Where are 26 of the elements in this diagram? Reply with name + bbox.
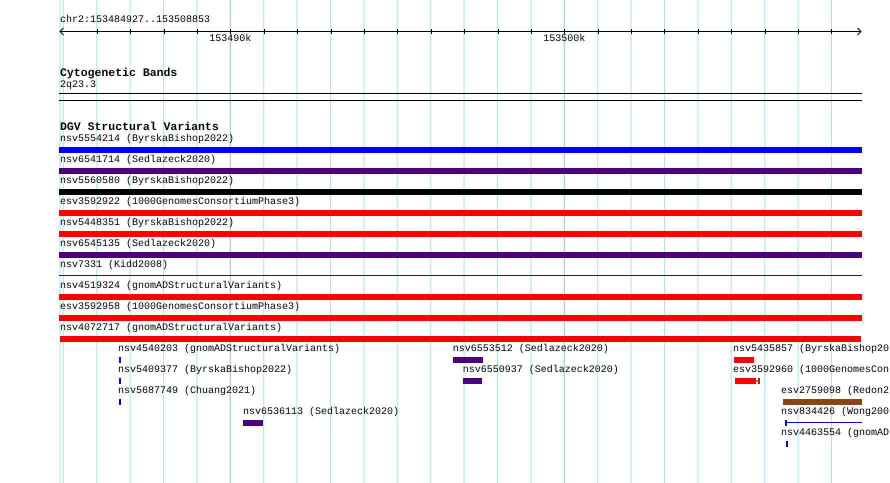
coordinate-label: chr2:153484927..153508853 (60, 15, 210, 27)
variant-label: nsv5560580 (ByrskaBishop2022) (60, 176, 234, 188)
variant-label: esv3592922 (1000GenomesConsortiumPhase3) (60, 197, 300, 209)
track-title: DGV Structural Variants (60, 120, 219, 134)
variant-label: esv2759098 (Redon2 (781, 386, 890, 398)
variant-label: nsv834426 (Wong200 (781, 407, 890, 419)
variant-label: nsv4072717 (gnomADStructuralVariants) (60, 323, 282, 335)
variant-label: nsv6545135 (Sedlazeck2020) (60, 239, 216, 251)
variant-label: esv3592960 (1000GenomesCon (733, 365, 890, 377)
variant-label: nsv6550937 (Sedlazeck2020) (462, 365, 619, 377)
variant-label: nsv4540203 (gnomADStructuralVariants) (118, 344, 340, 356)
band-label: 2q23.3 (60, 80, 96, 92)
variant-label: nsv5687749 (Chuang2021) (118, 386, 256, 398)
variant-label: nsv4463554 (gnomAD (781, 428, 890, 440)
variant-label: nsv5554214 (ByrskaBishop2022) (60, 134, 234, 146)
variant-label: nsv6536113 (Sedlazeck2020) (243, 407, 400, 419)
variant-label: nsv5409377 (ByrskaBishop2022) (118, 365, 292, 377)
variant-label: esv3592958 (1000GenomesConsortiumPhase3) (60, 302, 300, 314)
variant-label: nsv7331 (Kidd2008) (60, 260, 168, 272)
tick-label: 153490k (209, 34, 252, 46)
variant-label: nsv5435857 (ByrskaBishop20 (733, 344, 890, 356)
tick-label: 153500k (543, 34, 586, 46)
variant-label: nsv5448351 (ByrskaBishop2022) (60, 218, 234, 230)
variant-label: nsv6541714 (Sedlazeck2020) (60, 155, 216, 167)
variant-label: nsv4519324 (gnomADStructuralVariants) (60, 281, 282, 293)
variant-label: nsv6553512 (Sedlazeck2020) (452, 344, 609, 356)
